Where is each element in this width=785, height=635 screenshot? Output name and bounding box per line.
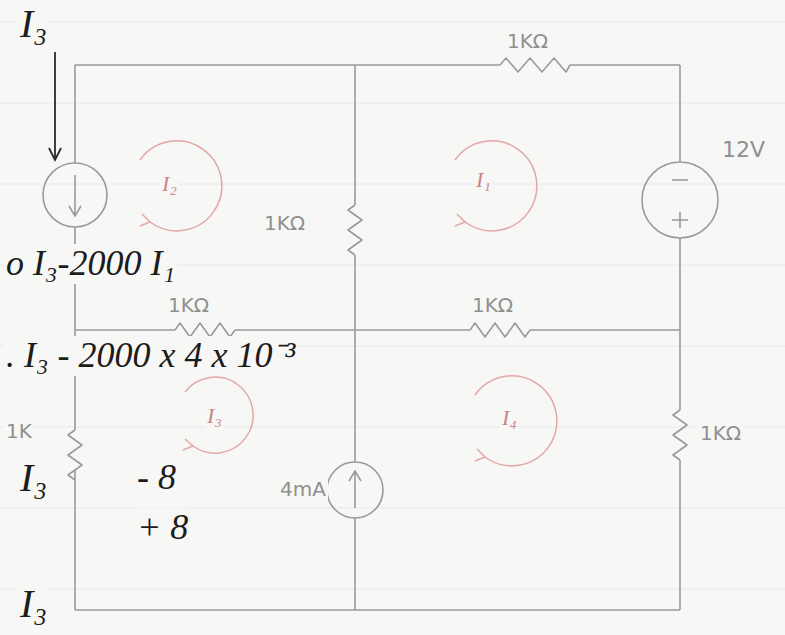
resistor-symbol xyxy=(175,323,235,337)
mesh-loop xyxy=(475,376,557,466)
voltage-source-symbol xyxy=(642,162,718,238)
equation-term: + 8 xyxy=(135,508,190,548)
current-arrow xyxy=(49,52,61,160)
resistor-symbol xyxy=(348,205,362,255)
resistor-value: 1KΩ xyxy=(505,30,550,52)
loop-arrowhead xyxy=(183,439,193,450)
current-source-symbol xyxy=(327,462,383,518)
wire xyxy=(75,609,680,611)
current-label: I₃ xyxy=(18,2,49,46)
resistor-symbol xyxy=(673,410,687,460)
source-value: 4mA xyxy=(278,478,328,500)
resistor-symbol xyxy=(68,430,82,480)
mesh-loop xyxy=(185,377,253,453)
mesh-current: I₄ xyxy=(500,406,519,430)
resistor-symbol xyxy=(470,323,530,337)
loop-arrowhead xyxy=(455,214,465,226)
mesh-current: I₂ xyxy=(160,172,179,196)
wire xyxy=(679,65,681,610)
loop-arrowhead xyxy=(475,449,485,461)
source-value: 12V xyxy=(720,138,767,162)
resistor-value: 1KΩ xyxy=(470,294,515,316)
resistor-symbol xyxy=(500,58,570,72)
mesh-current: I₁ xyxy=(474,168,493,192)
resistor-value: 1K xyxy=(4,420,34,442)
loop-arrowhead xyxy=(140,214,150,226)
arrow-head xyxy=(49,148,61,160)
equation-term: I₃ xyxy=(18,582,49,626)
source-arrow xyxy=(69,175,81,216)
wire xyxy=(75,64,680,66)
equation-term: I₃ xyxy=(18,456,49,500)
wire xyxy=(354,65,356,610)
equation-term: - 8 xyxy=(135,458,178,498)
resistor-value: 1KΩ xyxy=(166,294,211,316)
arrow-shaft xyxy=(54,52,56,158)
equation-line: o I₃-2000 I₁ xyxy=(4,244,177,284)
mesh-loops xyxy=(140,141,557,466)
source-arrow xyxy=(349,471,361,508)
current-source-symbol xyxy=(43,163,107,227)
ruled-lines xyxy=(0,22,785,589)
mesh-loop xyxy=(455,141,537,231)
polarity-marks xyxy=(672,180,688,228)
resistor-value: 1KΩ xyxy=(262,212,307,234)
equation-line: . I₃ - 2000 x 4 x 10⁻³ xyxy=(4,336,297,376)
wire xyxy=(75,329,680,331)
mesh-current: I₃ xyxy=(205,404,224,428)
resistor-value: 1KΩ xyxy=(698,422,743,444)
mesh-loop xyxy=(140,141,222,231)
